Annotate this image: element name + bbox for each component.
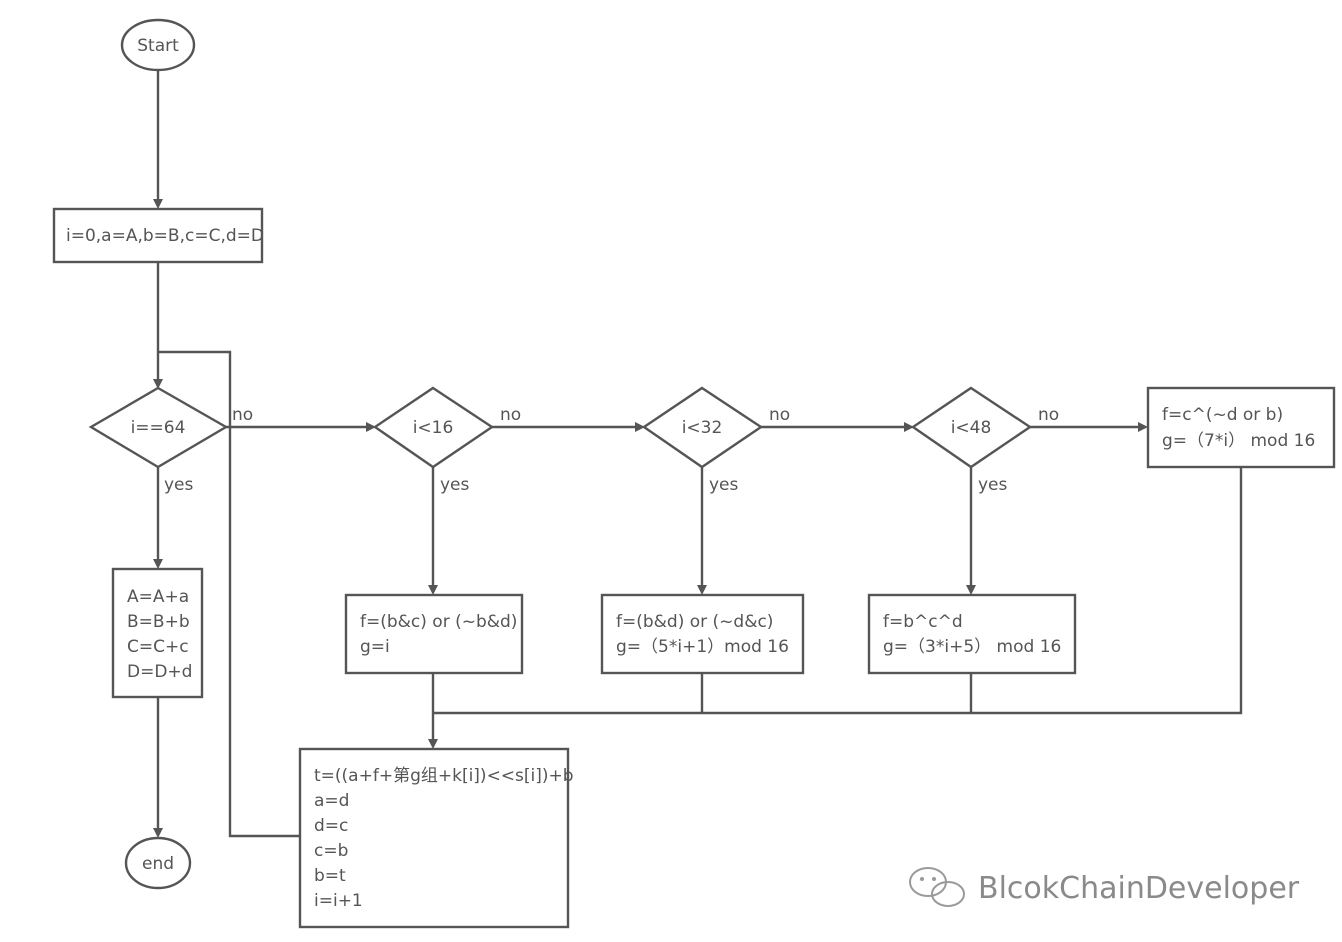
decision-i-eq-64: i==64	[88, 386, 229, 469]
round4-line: f=c^(~d or b)	[1162, 405, 1283, 425]
round4-line: g=（7*i） mod 16	[1162, 431, 1315, 451]
connectors	[156, 70, 1243, 838]
update-line: b=t	[314, 866, 346, 886]
round2-box: f=(b&d) or (~d&c) g=（5*i+1）mod 16	[600, 593, 805, 675]
update-line: a=d	[314, 791, 349, 811]
round2-line: g=（5*i+1）mod 16	[616, 637, 789, 657]
yes-label: yes	[440, 475, 470, 495]
decision-i-lt-48-label: i<48	[951, 418, 992, 438]
wechat-icon	[909, 867, 965, 907]
finalize-line: D=D+d	[127, 662, 192, 682]
update-line: i=i+1	[314, 891, 363, 911]
yes-label: yes	[709, 475, 739, 495]
update-line: t=((a+f+第g组+k[i])<<s[i])+b	[314, 766, 574, 786]
init-label: i=0,a=A,b=B,c=C,d=D	[66, 226, 264, 246]
round3-line: g=（3*i+5） mod 16	[883, 637, 1061, 657]
end-label: end	[142, 854, 174, 874]
no-label: no	[232, 405, 253, 425]
round1-line: f=(b&c) or (~b&d)	[360, 612, 517, 632]
round1-line: g=i	[360, 637, 390, 657]
update-line: c=b	[314, 841, 348, 861]
decision-i-lt-32-label: i<32	[682, 418, 723, 438]
decision-i-lt-32: i<32	[641, 386, 764, 469]
watermark-text: BlcokChainDeveloper	[978, 871, 1300, 906]
start-label: Start	[137, 36, 179, 56]
end-node: end	[124, 836, 192, 890]
finalize-line: B=B+b	[127, 612, 190, 632]
round3-box: f=b^c^d g=（3*i+5） mod 16	[867, 593, 1077, 675]
arrowheads	[153, 199, 1148, 838]
decision-i-eq-64-label: i==64	[131, 418, 186, 438]
finalize-box: A=A+a B=B+b C=C+c D=D+d	[111, 567, 204, 699]
no-label: no	[1038, 405, 1059, 425]
round1-box: f=(b&c) or (~b&d) g=i	[344, 593, 524, 675]
yes-label: yes	[164, 475, 194, 495]
update-box: t=((a+f+第g组+k[i])<<s[i])+b a=d d=c c=b b…	[298, 747, 574, 929]
finalize-line: A=A+a	[127, 587, 189, 607]
decision-i-lt-48: i<48	[910, 386, 1033, 469]
finalize-line: C=C+c	[127, 637, 189, 657]
no-label: no	[500, 405, 521, 425]
start-node: Start	[120, 18, 196, 72]
round4-box: f=c^(~d or b) g=（7*i） mod 16	[1146, 386, 1336, 469]
round3-line: f=b^c^d	[883, 612, 963, 632]
no-label: no	[769, 405, 790, 425]
round2-line: f=(b&d) or (~d&c)	[616, 612, 773, 632]
watermark: BlcokChainDeveloper	[909, 867, 1300, 907]
branch-labels: no no no no yes yes yes yes	[164, 405, 1059, 495]
update-line: d=c	[314, 816, 348, 836]
decision-i-lt-16: i<16	[372, 386, 495, 469]
yes-label: yes	[978, 475, 1008, 495]
decision-i-lt-16-label: i<16	[413, 418, 454, 438]
init-box: i=0,a=A,b=B,c=C,d=D	[52, 207, 264, 264]
